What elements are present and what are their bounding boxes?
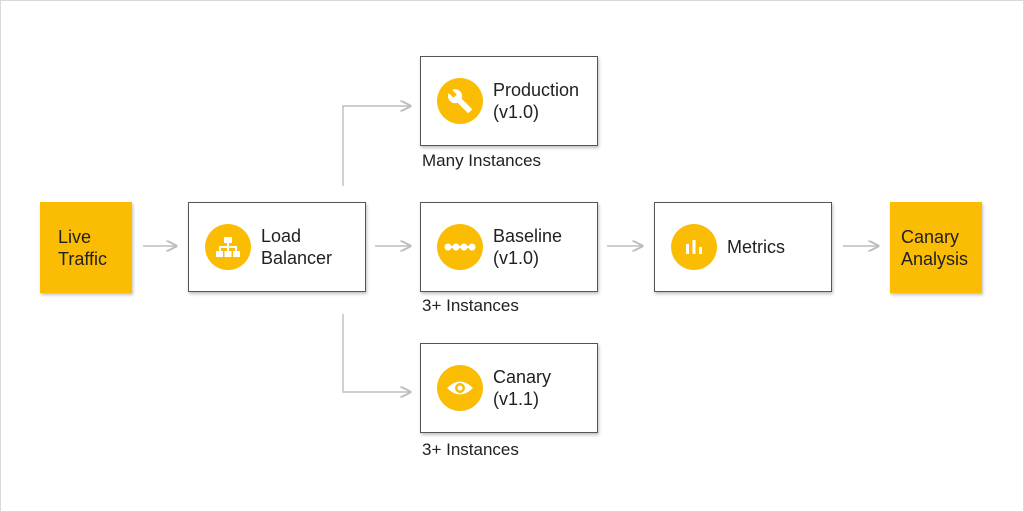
arrow-lb-to-canary [342,314,410,392]
arrow-lb-to-production [342,106,410,186]
canary-analysis-label: Canary Analysis [901,226,969,269]
canary-label: Canary (v1.1) [493,367,552,409]
canary-caption: 3+ Instances [422,440,519,459]
baseline-label: Baseline (v1.0) [493,226,563,268]
production-label: Production (v1.0) [493,80,580,122]
baseline-node: Baseline (v1.0) [420,202,598,292]
dots-line-icon [437,224,483,270]
live-traffic-label: Live Traffic [58,226,108,269]
metrics-label: Metrics [727,237,785,257]
load-balancer-label: Load Balancer [261,226,333,268]
bar-chart-icon [671,224,717,270]
metrics-node: Metrics [654,202,832,292]
baseline-caption: 3+ Instances [422,296,519,315]
eye-icon [437,365,483,411]
sitemap-icon [205,224,251,270]
canary-analysis-node: Canary Analysis [890,202,982,293]
wrench-icon [437,78,483,124]
production-node: Production (v1.0) [420,56,598,146]
production-caption: Many Instances [422,151,542,170]
canary-node: Canary (v1.1) [420,343,598,433]
load-balancer-node: Load Balancer [188,202,366,292]
live-traffic-node: Live Traffic [40,202,132,293]
